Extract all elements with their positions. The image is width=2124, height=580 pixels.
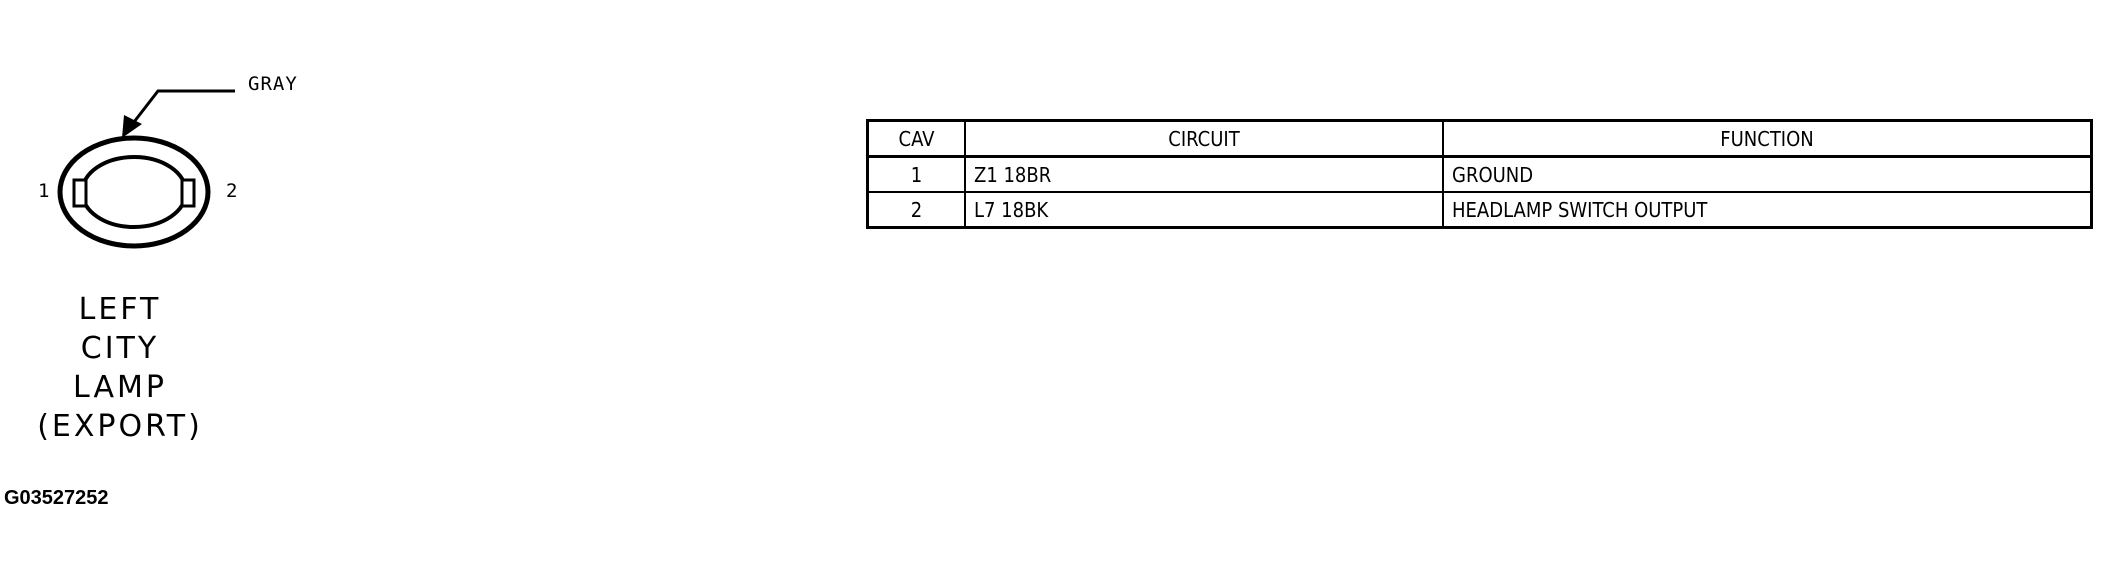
wire-color-label: GRAY	[248, 73, 298, 95]
cell-cav: 1	[866, 155, 966, 193]
color-arrow-head	[122, 115, 142, 138]
pin-number-right: 2	[226, 180, 238, 202]
terminal-tab-left	[72, 178, 88, 208]
terminal-tab-right	[180, 178, 196, 208]
cell-function: HEADLAMP SWITCH OUTPUT	[1442, 191, 2093, 229]
pin-number-left: 1	[38, 180, 50, 202]
connector-housing-inner	[80, 155, 188, 229]
connector-drawing	[57, 89, 235, 249]
cell-circuit: L7 18BK	[964, 191, 1444, 229]
connector-name-line: CITY	[80, 331, 160, 366]
header-function: FUNCTION	[1442, 119, 2093, 158]
cavity-table: CAV CIRCUIT FUNCTION 1 Z1 18BR GROUND 2 …	[866, 119, 2093, 229]
connector-figure: GRAY 1 2 LEFT CITY LAMP (EXPORT) G035272…	[0, 0, 420, 580]
connector-name-line: (EXPORT)	[37, 409, 203, 444]
connector-name-line: LEFT	[78, 292, 162, 327]
connector-name-line: LAMP	[73, 370, 167, 405]
figure-id: G03527252	[4, 487, 109, 509]
cell-cav: 2	[866, 191, 966, 229]
cell-function: GROUND	[1442, 155, 2093, 193]
table-row: 1 Z1 18BR GROUND	[866, 155, 2093, 193]
connector-name: LEFT CITY LAMP (EXPORT)	[20, 290, 220, 446]
cell-circuit: Z1 18BR	[964, 155, 1444, 193]
table-header-row: CAV CIRCUIT FUNCTION	[866, 119, 2093, 158]
table-row: 2 L7 18BK HEADLAMP SWITCH OUTPUT	[866, 191, 2093, 229]
header-cav: CAV	[866, 119, 966, 158]
header-circuit: CIRCUIT	[964, 119, 1444, 158]
color-leader-line	[132, 89, 235, 123]
